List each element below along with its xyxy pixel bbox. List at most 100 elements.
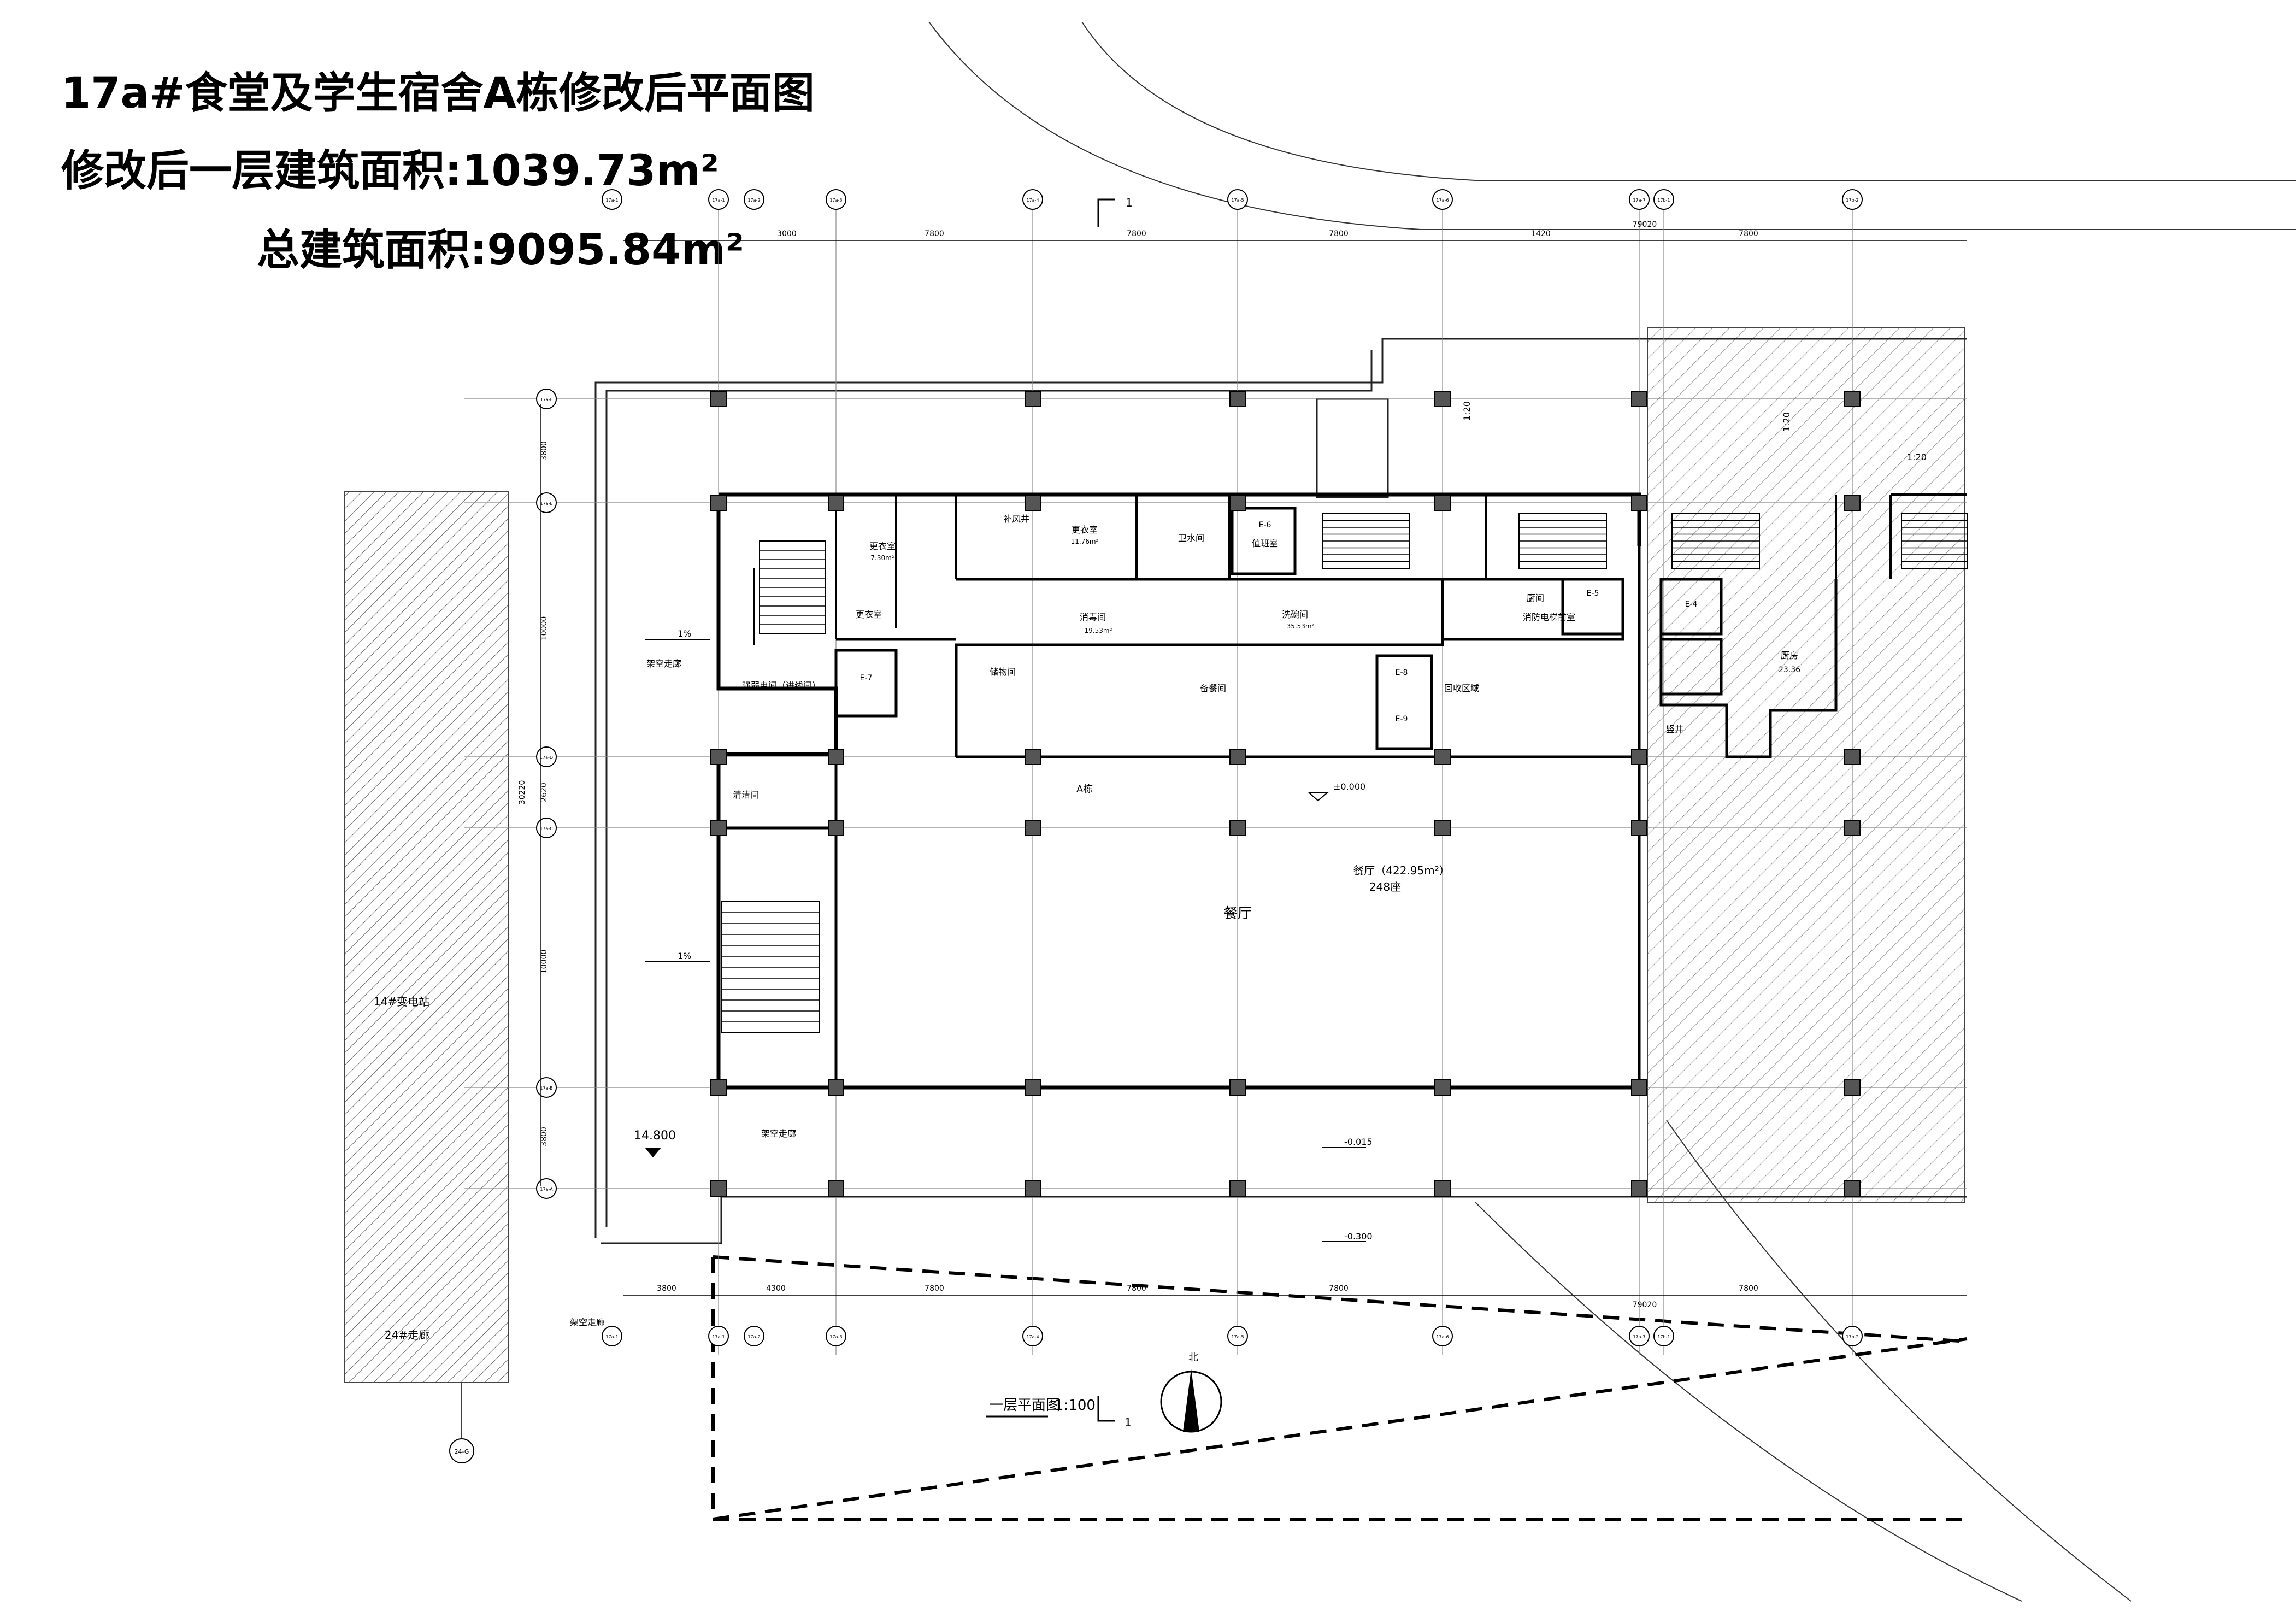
axis-bubble bbox=[708, 189, 729, 210]
dim-top: 1420 bbox=[1531, 230, 1551, 238]
room-fire-control: 消防电梯前室 bbox=[1523, 612, 1575, 622]
building-label: A栋 bbox=[1076, 784, 1093, 795]
axis-bubble bbox=[536, 1077, 557, 1098]
plan-drawing-title: 一层平面图 bbox=[989, 1397, 1060, 1414]
column bbox=[1844, 820, 1861, 836]
axis-bubble bbox=[536, 389, 557, 409]
room-locker1: 更衣室 bbox=[1072, 525, 1098, 535]
structural-columns bbox=[710, 391, 1861, 1197]
north-arrow: 北 bbox=[1160, 1352, 1222, 1433]
axis-bubble bbox=[1227, 1326, 1248, 1346]
section-mark-top: 1 bbox=[1097, 196, 1133, 227]
column bbox=[828, 820, 844, 836]
column bbox=[1631, 1079, 1647, 1096]
dim-bottom: 4300 bbox=[766, 1284, 786, 1293]
lift-label: E-8 bbox=[1396, 668, 1408, 677]
column bbox=[1434, 749, 1451, 765]
axis-bubble-label: 17b-2 bbox=[1846, 1334, 1858, 1339]
axis-bubble-label: 17a-2 bbox=[747, 198, 760, 203]
dim-bottom: 7800 bbox=[1739, 1284, 1758, 1293]
room-cleaning: 清洁间 bbox=[733, 790, 759, 800]
room-hall-b-area: 23.36 bbox=[1779, 666, 1800, 674]
axis-bubble bbox=[1629, 1326, 1650, 1346]
room-hall-b: 厨房 bbox=[1781, 650, 1798, 661]
axis-bubble bbox=[536, 1178, 557, 1199]
room-corridor1: 架空走廊 bbox=[646, 658, 681, 669]
axis-bubble bbox=[536, 818, 557, 838]
column bbox=[1229, 495, 1246, 511]
axis-bubble-label: 17a-1 bbox=[712, 1334, 725, 1339]
axis-bubble-label: 17a-E bbox=[540, 501, 552, 506]
column bbox=[1229, 1180, 1246, 1197]
axis-bubble bbox=[1432, 1326, 1453, 1346]
room-station: 14#变电站 bbox=[374, 995, 429, 1008]
column bbox=[828, 495, 844, 511]
dim-left-total: 30220 bbox=[518, 780, 527, 805]
room-water: 卫水间 bbox=[1178, 533, 1204, 543]
dim-bottom: 3800 bbox=[657, 1284, 676, 1293]
axis-bubble-label: 17a-1 bbox=[605, 198, 618, 203]
room-dining-seats: 248座 bbox=[1369, 880, 1401, 893]
room-locker1-area: 11.76m² bbox=[1071, 538, 1099, 545]
axis-bubble-label: 17b-2 bbox=[1846, 198, 1858, 203]
axis-bubble-label: 17a-6 bbox=[1436, 1334, 1449, 1339]
room-corridor2: 架空走廊 bbox=[761, 1128, 796, 1139]
room-labels: 餐厅 餐厅（422.95m²） 248座 A栋 消毒间 19.53m² 洗碗间 … bbox=[374, 514, 1800, 1342]
dim-left: 2620 bbox=[540, 783, 549, 802]
axis-bubble bbox=[1842, 1326, 1863, 1346]
lift-label: E-6 bbox=[1259, 521, 1271, 530]
hatched-neighbour-left bbox=[344, 491, 509, 1383]
dim-left: 3800 bbox=[540, 1127, 549, 1146]
elevation-porch: -0.015 bbox=[1344, 1137, 1373, 1147]
plan-scale: 1:100 bbox=[1055, 1397, 1096, 1414]
column bbox=[710, 820, 727, 836]
column bbox=[1025, 820, 1041, 836]
axis-bubble bbox=[1227, 189, 1248, 210]
axis-bubble-label: 17a-B bbox=[540, 1086, 552, 1091]
column bbox=[1631, 820, 1647, 836]
dim-left: 10000 bbox=[540, 950, 549, 974]
axis-bubble bbox=[708, 1326, 729, 1346]
column bbox=[828, 1180, 844, 1197]
dimension-lines bbox=[540, 240, 1967, 1296]
column bbox=[1434, 820, 1451, 836]
column bbox=[1025, 1079, 1041, 1096]
slope-marks: 1% 1% 1:20 1:20 1:20 bbox=[645, 401, 1927, 962]
elevation-main: ±0.000 bbox=[1333, 781, 1365, 792]
axis-bubble-label: 17a-F bbox=[540, 397, 553, 402]
slope-1: 1% bbox=[678, 628, 691, 639]
column bbox=[1434, 1079, 1451, 1096]
hatched-neighbour-right bbox=[1647, 327, 1965, 1203]
lift-label: E-4 bbox=[1685, 600, 1698, 609]
site-road-arcs bbox=[928, 21, 2296, 1602]
drawing-title: 17a#食堂及学生宿舍A栋修改后平面图 bbox=[61, 69, 815, 118]
axis-bubble bbox=[1653, 1326, 1674, 1346]
axis-bubble-label: 17b-1 bbox=[1657, 198, 1670, 203]
first-floor-area-label: 修改后一层建筑面积:1039.73m² bbox=[61, 146, 719, 196]
column bbox=[1844, 1180, 1861, 1197]
elevation-marks: ±0.000 -0.015 -0.300 14.800 bbox=[634, 781, 1373, 1242]
lift-labels: E-7E-8E-9E-6E-5E-4 bbox=[860, 521, 1698, 724]
axis-bubble bbox=[1653, 189, 1674, 210]
drawing-title-block: 一层平面图 1:100 1 bbox=[986, 1396, 1132, 1429]
axis-bubble bbox=[1022, 189, 1043, 210]
column bbox=[1229, 749, 1246, 765]
column bbox=[828, 1079, 844, 1096]
dim-top: 3000 bbox=[777, 230, 797, 238]
room-shaft: 竖井 bbox=[1666, 724, 1683, 734]
room-locker3: 更衣室 bbox=[856, 609, 882, 620]
column bbox=[1844, 1079, 1861, 1096]
axis-bubble-label: 17a-5 bbox=[1231, 198, 1244, 203]
axis-bubble-label: 17a-3 bbox=[829, 198, 842, 203]
room-disinfect: 消毒间 bbox=[1080, 612, 1106, 622]
room-elec: 强弱电间（进线间） bbox=[742, 680, 821, 691]
dim-left: 3800 bbox=[540, 441, 549, 461]
axis-bubble-label: 17a-3 bbox=[829, 1334, 842, 1339]
column bbox=[1434, 1180, 1451, 1197]
room-dining: 餐厅 bbox=[1223, 905, 1252, 922]
room-fan: 补风井 bbox=[1003, 514, 1029, 524]
axis-bubble-label: 17a-A bbox=[540, 1187, 553, 1192]
room-dining-area: 餐厅（422.95m²） bbox=[1353, 864, 1450, 877]
